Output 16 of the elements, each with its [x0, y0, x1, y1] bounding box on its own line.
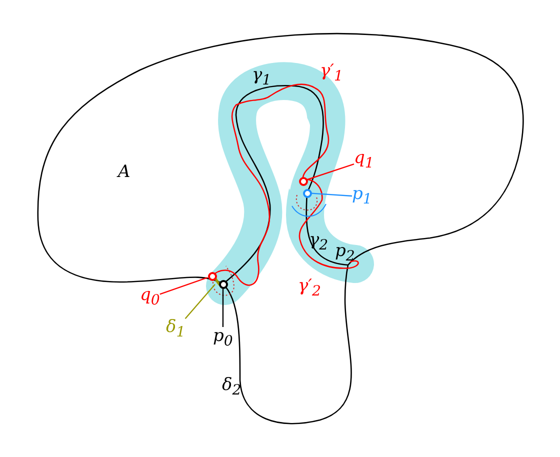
curve-label: p$_{2}$	[335, 242, 355, 266]
leader-line	[222, 288, 224, 327]
leader-line	[184, 284, 216, 319]
leader-line	[160, 277, 208, 295]
curve-label: δ$_{2}$	[222, 376, 242, 400]
curve-label: γ′$_{1}$	[320, 62, 344, 86]
curve-label: γ′$_{2}$	[298, 277, 322, 300]
point-label: q$_{0}$	[140, 286, 160, 310]
point-label: q$_{1}$	[354, 149, 374, 172]
leader-line	[311, 192, 352, 197]
curve-label: γ$_{1}$	[252, 66, 272, 90]
leader-line	[307, 163, 354, 180]
point-label: δ$_{1}$	[166, 318, 186, 342]
curve-label: A	[118, 163, 130, 181]
point-label: p$_{0}$	[213, 327, 233, 350]
point-label: p$_{1}$	[352, 185, 372, 208]
